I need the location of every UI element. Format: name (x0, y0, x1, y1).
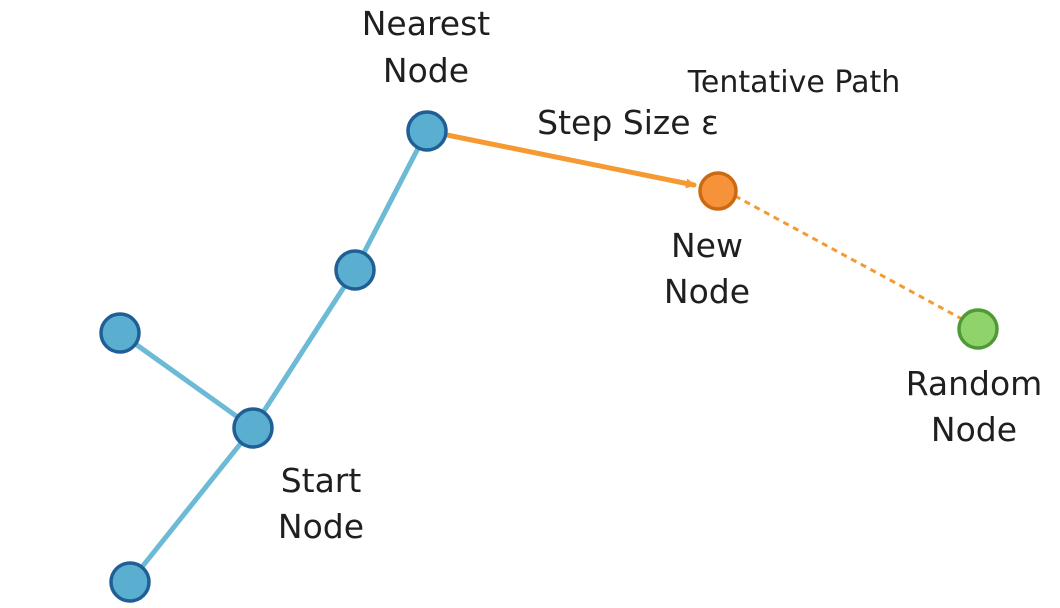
start-node-label-line2: Node (278, 507, 364, 546)
random-node-label-line2: Node (931, 410, 1017, 449)
nearest-node-label-line2: Node (383, 51, 469, 90)
start-node-circle (232, 407, 274, 449)
start-node-label-line1: Start (281, 461, 362, 500)
tree-node-mid (334, 249, 376, 291)
random-node-circle (957, 308, 999, 350)
tree-edge-start-to-left (117, 330, 256, 431)
tree-node-bottom (109, 561, 151, 603)
step-size-label: Step Size ε (537, 103, 719, 142)
tree-node-left (99, 312, 141, 354)
random-node-label-line1: Random (906, 364, 1043, 403)
tentative-path-label: Tentative Path (687, 65, 901, 100)
tree-edge-start-to-mid (250, 267, 358, 431)
tree-edge-start-to-bottom (127, 425, 256, 585)
new-node-circle (698, 171, 738, 211)
step-arrow (444, 132, 697, 189)
tree-edge-mid-to-nearest (352, 128, 430, 273)
new-node-label-line2: Node (664, 272, 750, 311)
nearest-node-circle (406, 110, 448, 152)
nearest-node-label-line1: Nearest (362, 4, 491, 43)
new-node-label-line1: New (671, 226, 743, 265)
tentative-path-line (734, 194, 963, 321)
